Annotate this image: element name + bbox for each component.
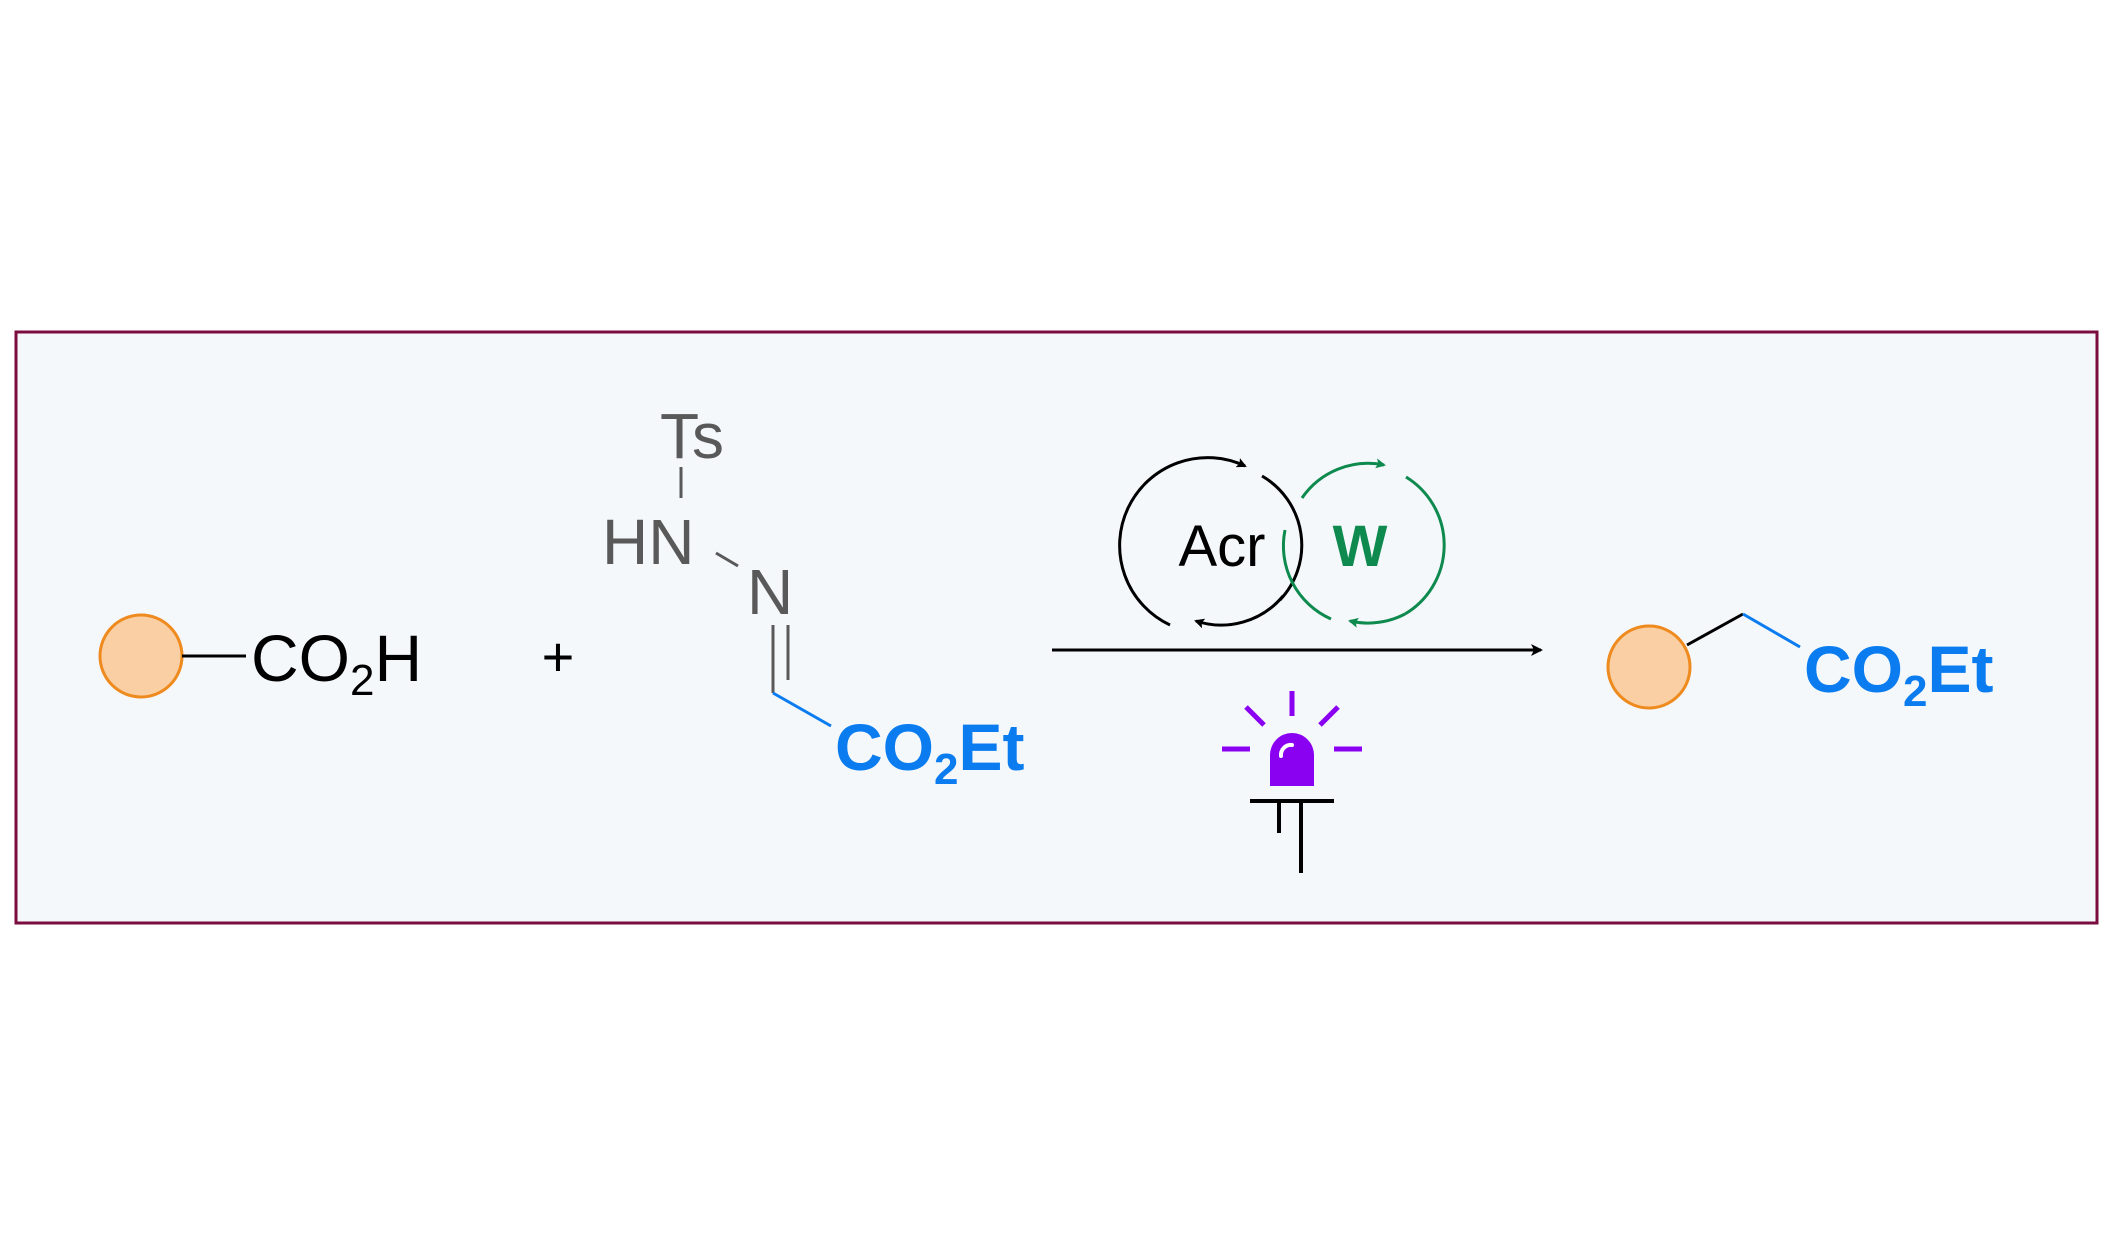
ch-ester-bond bbox=[772, 691, 832, 728]
product-substrate-circle-icon bbox=[1606, 624, 1692, 710]
n-n-bond bbox=[715, 551, 739, 568]
carboxylic-acid: CO2H bbox=[98, 613, 422, 705]
substrate-circle-icon bbox=[98, 613, 184, 699]
n-label: N bbox=[747, 556, 793, 628]
w-cycle-left-arc bbox=[1281, 529, 1332, 621]
hn-label: HN bbox=[602, 506, 694, 578]
ts-label: Ts bbox=[660, 400, 724, 472]
product-ester-co: CO bbox=[1804, 632, 1903, 706]
svg-text:CO2H: CO2H bbox=[251, 621, 422, 705]
product-bond-1 bbox=[1686, 612, 1744, 647]
acid-h: H bbox=[374, 621, 422, 695]
product-ester-et: Et bbox=[1927, 632, 1993, 706]
purple-lamp-icon bbox=[1222, 691, 1362, 786]
tosylhydrazone: Ts HN N CO2Et bbox=[602, 400, 1025, 794]
acr-cycle-top-arc bbox=[1118, 456, 1247, 627]
acr-cycle-right-arc bbox=[1261, 474, 1304, 602]
plus-sign: + bbox=[542, 625, 575, 688]
acid-subscript: 2 bbox=[350, 656, 374, 705]
acid-co: CO bbox=[251, 621, 350, 695]
electrode-icon bbox=[1250, 799, 1334, 873]
w-cycle-bottom-arc bbox=[1348, 612, 1406, 628]
svg-text:CO2Et: CO2Et bbox=[835, 710, 1025, 794]
product: CO2Et bbox=[1606, 612, 1994, 716]
hydrazone-ester-co: CO bbox=[835, 710, 934, 784]
w-cycle-right-arc bbox=[1404, 475, 1446, 616]
scheme-frame bbox=[14, 330, 2099, 925]
product-ester-subscript: 2 bbox=[1903, 667, 1927, 716]
catalytic-cycles: Acr W bbox=[1118, 456, 1446, 629]
acr-label: Acr bbox=[1179, 514, 1266, 579]
svg-text:CO2Et: CO2Et bbox=[1804, 632, 1994, 716]
w-cycle-top-arc bbox=[1300, 458, 1386, 499]
hydrazone-ester-subscript: 2 bbox=[934, 745, 958, 794]
hydrazone-ester-et: Et bbox=[958, 710, 1024, 784]
acr-cycle-bottom-arc bbox=[1194, 595, 1285, 629]
w-label: W bbox=[1333, 514, 1388, 579]
product-bond-2 bbox=[1742, 612, 1801, 649]
